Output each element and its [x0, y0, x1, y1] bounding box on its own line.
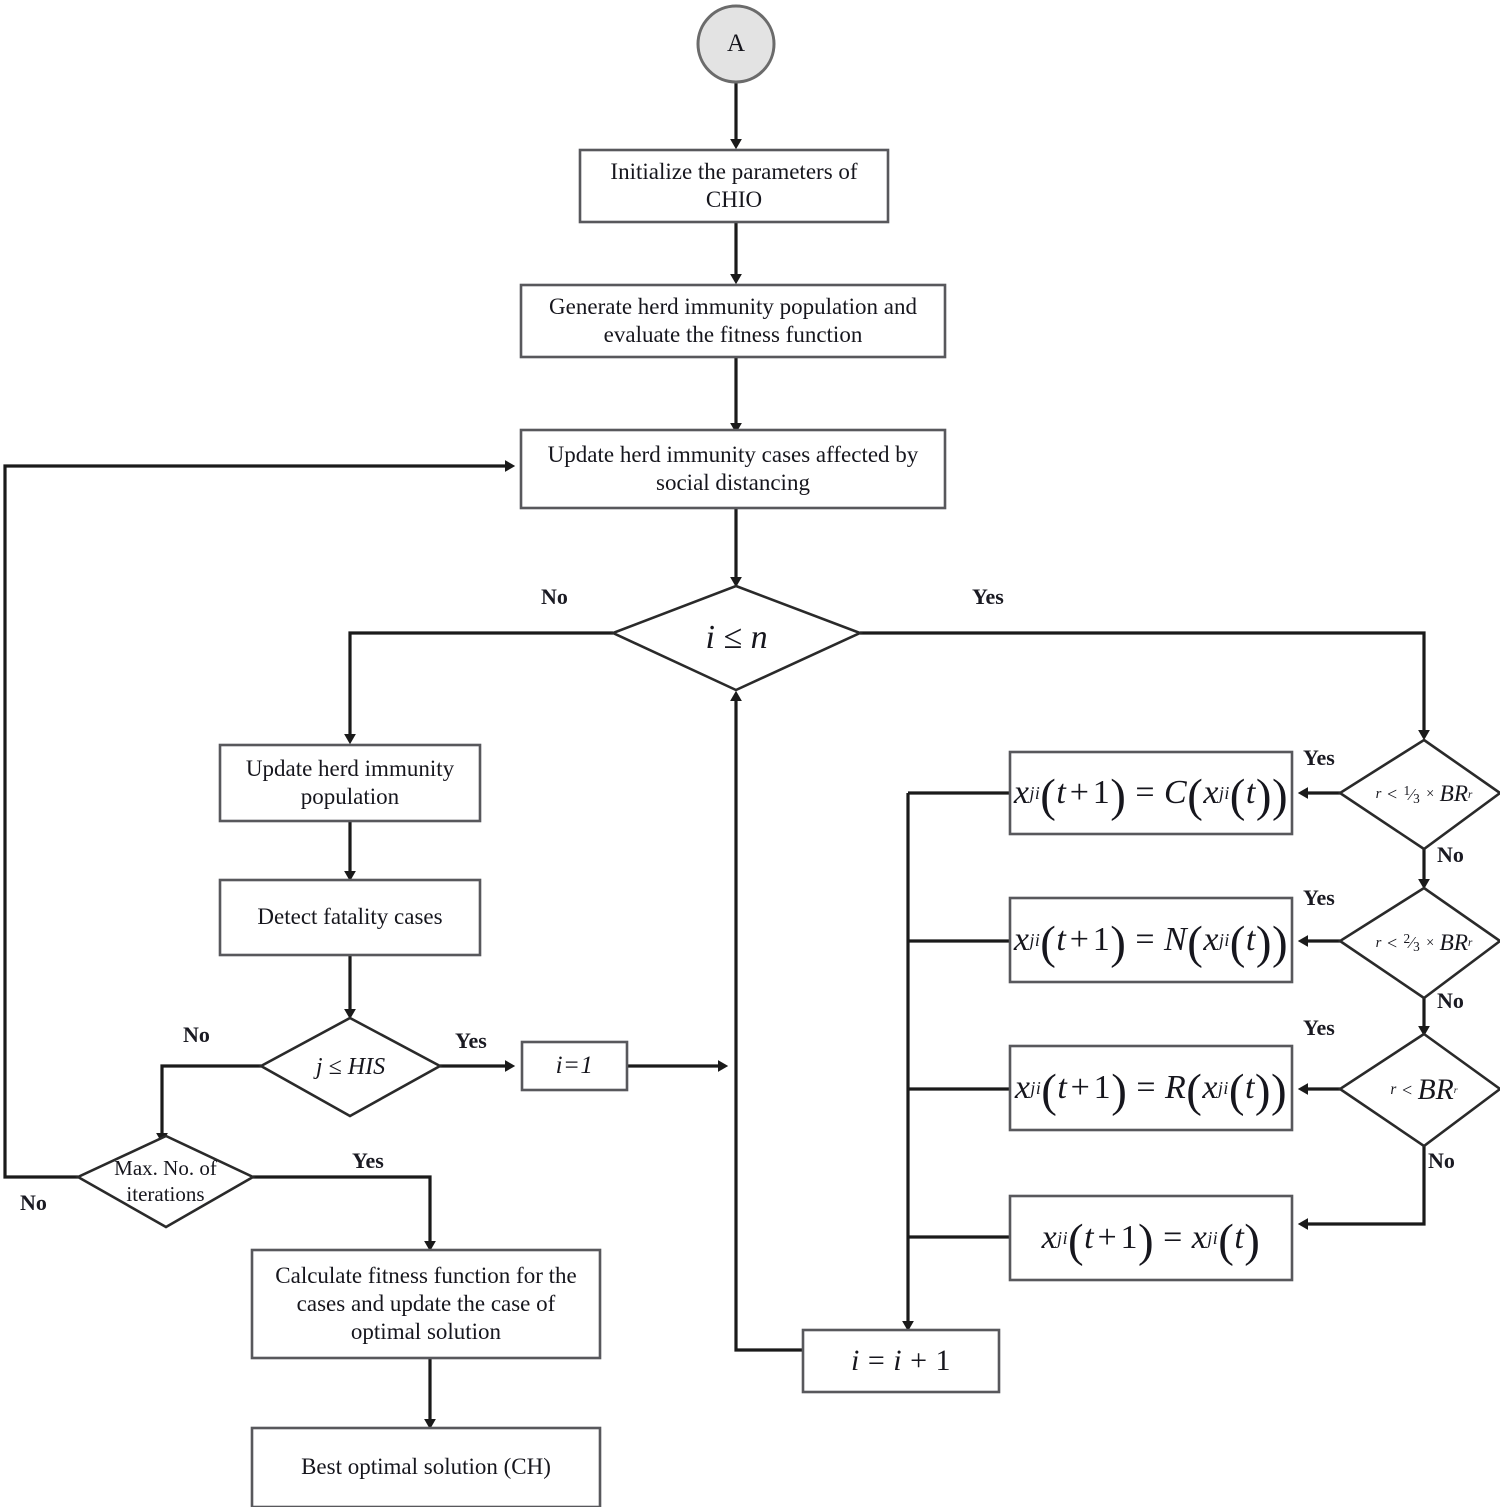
edge-label-r-twothird-yes: Yes [1303, 885, 1335, 910]
node-init-params-shape [578, 148, 890, 224]
node-formula-same-shape [1008, 1194, 1294, 1282]
node-increment-i-label: i = i + 1 [850, 1344, 952, 1377]
edge-label-r-third-no: No [1437, 842, 1464, 867]
node-dec-j-le-his-label: j ≤ HIS [315, 1053, 386, 1080]
node-formula-r-shape [1008, 1044, 1294, 1132]
edge-label-r-br-yes: Yes [1303, 1015, 1335, 1040]
node-dec-r-br-shape [1337, 1032, 1500, 1148]
edge-label-i-le-n-no: No [541, 584, 568, 609]
node-formula-c-shape [1008, 750, 1294, 836]
node-generate-population-shape [519, 283, 947, 359]
node-start-label: A [726, 30, 746, 57]
node-update-population-shape [218, 743, 482, 823]
edge-label-r-twothird-no: No [1437, 988, 1464, 1013]
edge-label-j-his-no: No [183, 1022, 210, 1047]
edge-label-max-iter-no: No [20, 1190, 47, 1215]
edge-label-i-le-n-yes: Yes [972, 584, 1004, 609]
node-dec-j-le-his-shape [258, 1016, 443, 1118]
edge-label-max-iter-yes: Yes [352, 1148, 384, 1173]
node-dec-max-iter-shape [75, 1134, 256, 1229]
node-dec-i-le-n-shape [609, 584, 864, 692]
node-detect-fatality-shape [218, 878, 482, 957]
node-dec-r-third-shape [1337, 738, 1500, 851]
edge-label-j-his-yes: Yes [455, 1028, 487, 1053]
node-increment-i-shape [801, 1328, 1001, 1394]
node-formula-n-shape [1008, 896, 1294, 984]
edge-label-r-third-yes: Yes [1303, 745, 1335, 770]
node-dec-r-twothird-shape [1337, 886, 1500, 1000]
edge-label-r-br-no: No [1428, 1148, 1455, 1173]
node-calc-fitness-shape [250, 1248, 602, 1360]
node-set-i-1-label: i=1 [555, 1052, 594, 1079]
node-best-solution-shape [250, 1426, 602, 1507]
node-dec-i-le-n-label: i ≤ n [705, 619, 768, 656]
node-update-social-distancing-shape [519, 428, 947, 510]
node-start-terminator [696, 4, 776, 84]
node-set-i-1-shape [520, 1040, 629, 1092]
